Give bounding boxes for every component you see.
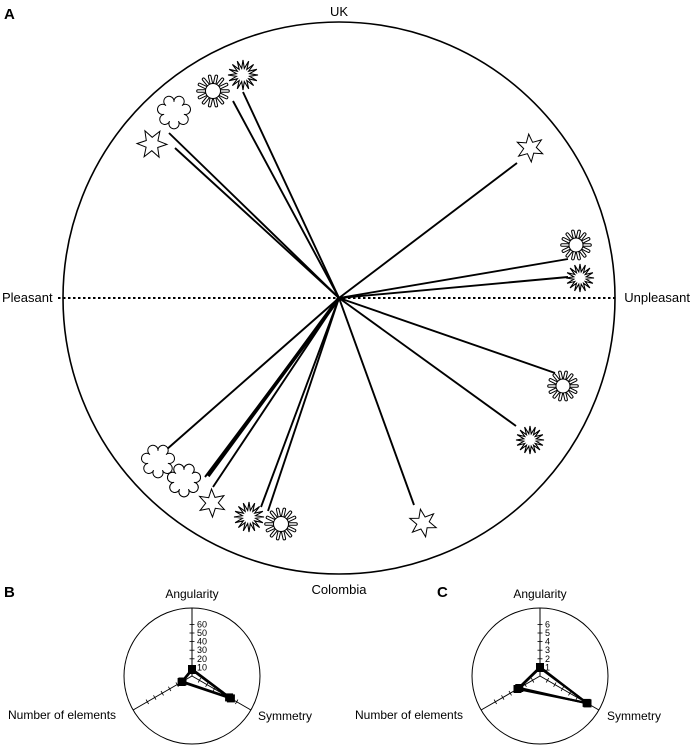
panel-b-letter: B xyxy=(4,584,15,601)
radar-point xyxy=(536,663,544,671)
stimulus-spoke xyxy=(242,91,340,299)
starburst-icon xyxy=(565,263,595,293)
radar-tick-label: 5 xyxy=(545,628,550,638)
radar-series xyxy=(180,668,230,699)
stimulus-spoke xyxy=(212,297,340,488)
stimulus-spoke xyxy=(174,147,340,299)
radar-tick-label: 4 xyxy=(545,637,550,647)
radar-tick-label: 6 xyxy=(545,619,550,629)
panel-a-letter: A xyxy=(4,6,15,23)
ring-icon xyxy=(560,229,592,261)
radar-tick-label: 1 xyxy=(545,662,550,672)
starburst-icon xyxy=(227,59,259,91)
stimulus-spoke xyxy=(206,296,341,478)
radar-tick-label: 40 xyxy=(197,637,207,647)
radar-tick-label: 3 xyxy=(545,645,550,655)
radar-tick-label: 2 xyxy=(545,654,550,664)
star-icon xyxy=(408,507,438,539)
stimulus-spoke xyxy=(338,276,569,299)
radar-point xyxy=(188,666,196,674)
stimulus-shapes xyxy=(135,59,595,541)
radar-tick-label: 20 xyxy=(197,654,207,664)
cloud-icon xyxy=(141,444,175,479)
label-unpleasant: Unpleasant xyxy=(624,290,690,305)
stimulus-spoke xyxy=(260,297,340,508)
label-uk: UK xyxy=(330,4,348,19)
label-colombia: Colombia xyxy=(312,582,368,597)
stimulus-spoke xyxy=(267,297,340,512)
stimulus-spokes xyxy=(165,91,569,512)
radar-tick-label: 30 xyxy=(197,645,207,655)
panel-b-label-angularity: Angularity xyxy=(165,587,218,601)
label-pleasant: Pleasant xyxy=(2,290,53,305)
panel-c: C Angularity Symmetry Number of elements… xyxy=(355,584,661,745)
panel-b: B Angularity Symmetry Number of elements… xyxy=(4,584,312,745)
radar-point xyxy=(513,685,522,693)
panel-c-label-angularity: Angularity xyxy=(513,587,566,601)
ring-icon xyxy=(196,74,230,108)
radar-point xyxy=(582,698,591,707)
ring-icon xyxy=(264,507,298,541)
cloud-icon xyxy=(167,463,201,498)
radar-tick-label: 60 xyxy=(197,619,207,629)
panel-b-label-elements: Number of elements xyxy=(8,708,116,722)
radar-tick-label: 10 xyxy=(197,662,207,672)
stimulus-spoke xyxy=(168,132,340,299)
radar-point xyxy=(178,677,187,686)
stimulus-spoke xyxy=(338,297,556,374)
radar-point xyxy=(225,693,234,702)
stimulus-spoke xyxy=(232,100,340,299)
panel-c-label-elements: Number of elements xyxy=(355,708,463,722)
stimulus-spoke xyxy=(165,297,340,451)
panel-c-letter: C xyxy=(437,584,448,601)
panel-a: A UK Colombia Pleasant Unpleasant xyxy=(2,4,690,597)
stimulus-spoke xyxy=(338,162,518,299)
stimulus-spoke xyxy=(338,297,517,427)
radar-series xyxy=(515,665,588,704)
panel-c-label-symmetry: Symmetry xyxy=(607,709,661,723)
starburst-icon xyxy=(233,501,265,533)
stimulus-spoke xyxy=(338,297,415,506)
cloud-icon xyxy=(157,95,191,130)
stimulus-spoke xyxy=(338,258,569,299)
star-icon xyxy=(135,129,169,159)
star-icon xyxy=(515,132,545,164)
ring-icon xyxy=(547,370,579,402)
radar-tick-label: 50 xyxy=(197,628,207,638)
panel-b-label-symmetry: Symmetry xyxy=(258,709,312,723)
starburst-icon xyxy=(515,425,545,455)
star-icon xyxy=(198,487,226,519)
